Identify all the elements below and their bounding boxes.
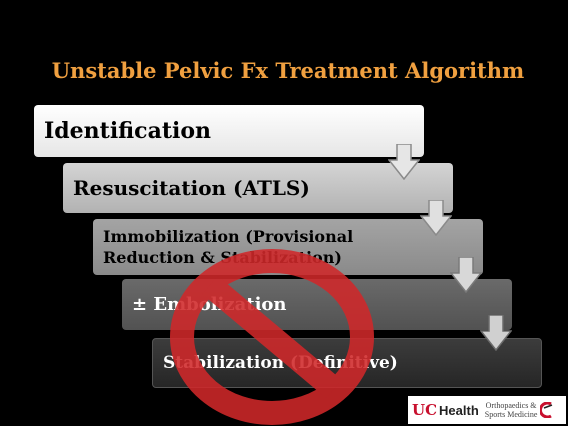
step-label: Resuscitation (ATLS) <box>73 176 310 200</box>
step-resuscitation: Resuscitation (ATLS) <box>63 163 453 213</box>
down-arrow-icon <box>480 315 512 351</box>
slide-title: Unstable Pelvic Fx Treatment Algorithm <box>51 58 525 83</box>
step-identification: Identification <box>34 105 424 157</box>
step-label-line1: Immobilization (Provisional <box>103 227 354 246</box>
prohibition-sign-icon <box>170 249 374 425</box>
logo-c-icon <box>540 402 553 418</box>
logo-department-line1: Orthopaedics & <box>485 401 537 410</box>
logo-name: Health <box>439 402 479 418</box>
logo-department-line2: Sports Medicine <box>484 410 538 419</box>
logo-department: Orthopaedics & Sports Medicine <box>485 401 538 419</box>
down-arrow-icon <box>388 144 420 180</box>
step-label: Identification <box>44 118 212 144</box>
logo-mark: UC <box>412 401 438 419</box>
down-arrow-icon <box>450 257 482 293</box>
down-arrow-icon <box>420 200 452 236</box>
uc-health-logo: UC Health Orthopaedics & Sports Medicine <box>408 396 566 424</box>
step-label: Stabilization (Definitive) <box>163 353 398 373</box>
